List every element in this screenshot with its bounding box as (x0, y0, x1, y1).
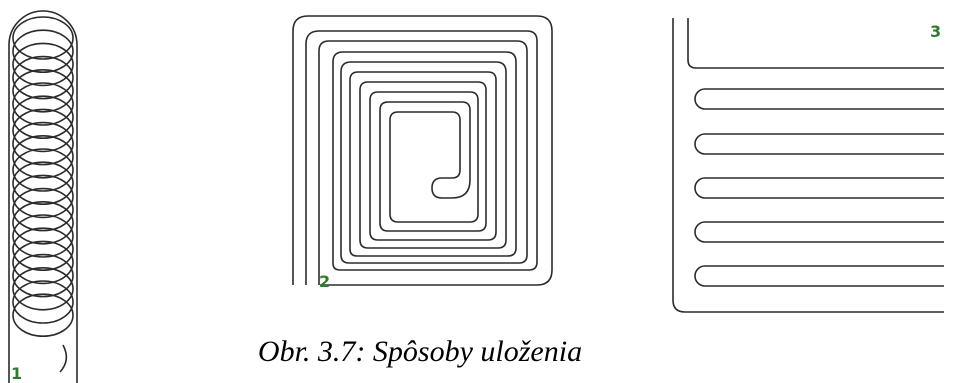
panel-3-meander (672, 18, 944, 313)
panel-3-hairpin-loop (694, 133, 944, 155)
panel-3-outer-return-line (672, 18, 944, 313)
panel-1-loop (12, 148, 74, 192)
panel-1-loop (12, 293, 74, 338)
panel-1-loop (12, 227, 74, 271)
panel-1-loop (12, 55, 74, 100)
panel-1-loop (12, 108, 74, 153)
panel-1-loop (12, 214, 74, 258)
panel-3-hairpin-loop (694, 177, 944, 199)
panel-1-loops (12, 16, 74, 373)
panel-1-overlapping-loops (8, 10, 78, 383)
panel-3-label: 3 (930, 22, 942, 41)
panel-2-spiral-outer-path (292, 15, 553, 286)
panel-3-top-supply-line (687, 18, 944, 69)
panel-1-loop (12, 69, 74, 113)
panel-1-loop (12, 201, 74, 245)
panel-1-loop (12, 253, 74, 298)
panel-2-label: 2 (319, 272, 331, 291)
panel-1-loop (12, 16, 74, 60)
panel-1-loop (12, 95, 74, 139)
panel-3-hairpin-loop (694, 221, 944, 243)
panel-3-hairpin-loop (694, 88, 944, 110)
panel-1-loop (12, 135, 74, 179)
panel-2-square-spiral (292, 15, 553, 286)
panel-1-label: 1 (11, 364, 23, 383)
panel-1-loop (12, 82, 74, 126)
figure-caption: Obr. 3.7: Spôsoby uloženia (257, 335, 583, 368)
panel-3-hairpin-loop (694, 265, 944, 287)
panel-1-loop (12, 187, 74, 232)
panel-1-loop (12, 280, 74, 324)
panel-1-loop (12, 121, 74, 166)
panel-2-spiral-path (305, 30, 538, 285)
panel-1-loop (12, 240, 74, 285)
panel-1-loop (12, 174, 74, 219)
panel-1-loop (12, 266, 74, 311)
panel-1-loop-tail (59, 344, 68, 373)
panel-1-loop (12, 29, 74, 74)
panel-1-loop (12, 161, 74, 205)
panel-3-meander-loops (694, 88, 944, 287)
panel-1-outer-tube (8, 10, 78, 383)
panel-1-loop (12, 42, 74, 87)
